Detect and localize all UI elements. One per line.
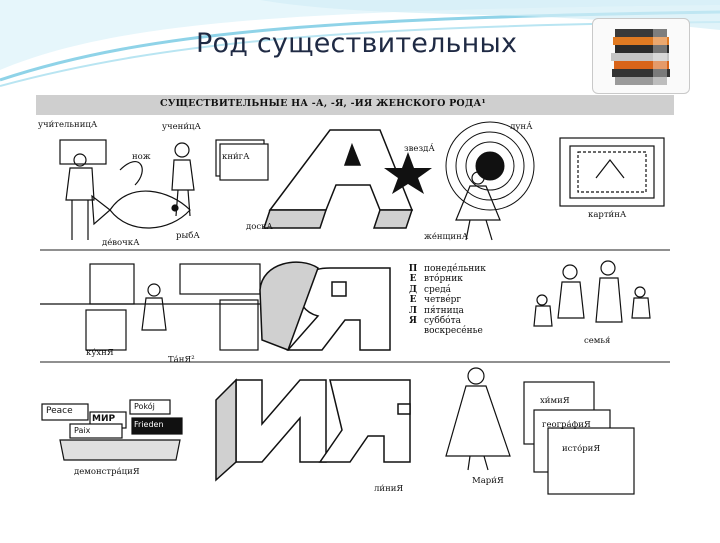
label-luna: лунА́ (510, 122, 533, 132)
label-uchitelnitsa: учи́тельницА (38, 120, 98, 130)
label-tanya: Та́нЯ² (168, 355, 195, 365)
poster-header: СУЩЕСТВИТЕЛЬНЫЕ НА -А, -Я, -ИЯ ЖЕНСКОГО … (160, 98, 486, 109)
label-geografiya: геогра́фиЯ (542, 420, 591, 430)
star-drawing (384, 152, 432, 194)
demonstration-drawing (41, 399, 183, 461)
label-semya: семья́ (584, 336, 611, 346)
moon-drawing (445, 121, 535, 211)
label-ryba: рыбА (176, 231, 200, 241)
label-kartina: карти́нА (588, 210, 627, 220)
books-stack-image (592, 18, 690, 94)
sign-pokoj: Pokój (134, 402, 155, 411)
week-row: воскресе́нье (424, 326, 483, 337)
label-uchenitsa: учени́цА (162, 122, 201, 132)
label-kniga: кни́гА (222, 152, 250, 162)
grammar-poster-illustration (36, 95, 674, 543)
label-demonstratsiya: демонстра́циЯ (74, 467, 140, 477)
framed-picture-drawing (559, 137, 665, 207)
maria-drawing (445, 367, 511, 471)
label-nozh: нож (132, 152, 151, 162)
label-doska: доскА (246, 222, 273, 232)
letters-iya-drawing (215, 378, 411, 482)
label-zhenshchina: же́нщинА (424, 232, 469, 242)
blackboard-letter-a (262, 129, 414, 229)
teacher-drawing (59, 139, 107, 240)
letter-ya-drawing (259, 261, 391, 351)
sign-peace: Peace (46, 406, 73, 416)
label-devochka: де́вочкА (102, 238, 140, 248)
book-drawing (215, 139, 269, 181)
sign-frieden: Frieden (134, 420, 164, 429)
label-istoriya: исто́риЯ (562, 444, 601, 454)
sign-mir: МИР (92, 414, 116, 424)
family-drawing (533, 260, 651, 327)
slide-title: Род существительных (196, 28, 518, 59)
kitchen-drawing (40, 263, 262, 351)
label-khimiya: хи́миЯ (540, 396, 570, 406)
schoolgirl-drawing (171, 142, 195, 217)
label-mariya: Мари́Я (472, 476, 504, 486)
label-liniya: ли́ниЯ (374, 484, 404, 494)
header-wave-decoration (0, 0, 720, 87)
label-kukhnya: ку́хнЯ (86, 348, 114, 358)
textbooks-drawing (523, 381, 635, 495)
woman-drawing (455, 171, 501, 241)
label-zvezda: звездА́ (404, 144, 435, 154)
sign-paix: Paix (74, 426, 91, 435)
